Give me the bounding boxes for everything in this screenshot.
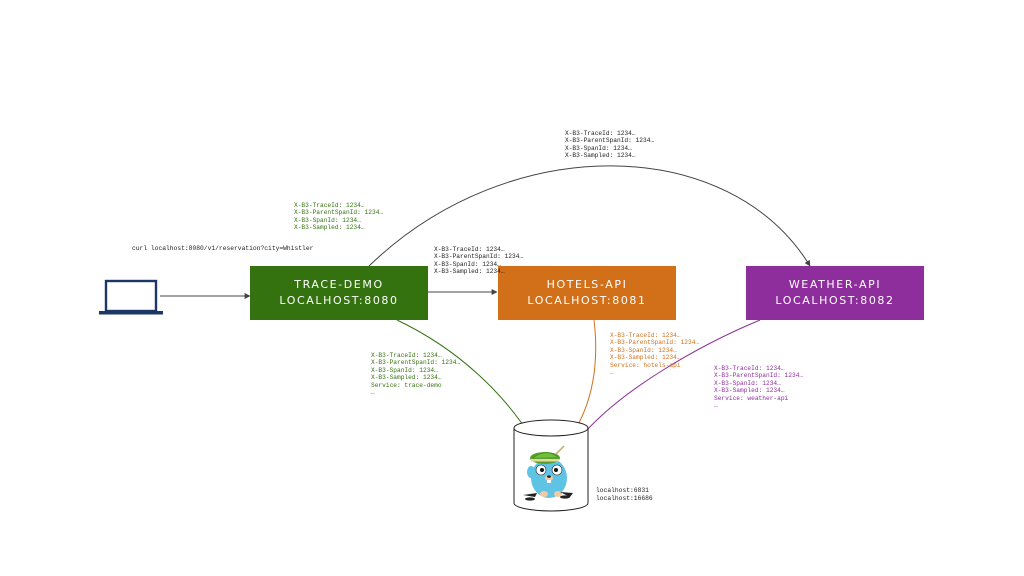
- header-line: X-B3-TraceId: 1234…: [714, 365, 785, 372]
- header-line: X-B3-Sampled: 1234…: [610, 354, 681, 362]
- service-address: LOCALHOST:8081: [527, 294, 647, 307]
- service-address: LOCALHOST:8082: [775, 294, 895, 307]
- headers-weather-to-collector: X-B3-TraceId: 1234…X-B3-ParentSpanId: 12…: [714, 365, 803, 409]
- headers-to-hotels: X-B3-TraceId: 1234…X-B3-ParentSpanId: 12…: [434, 246, 523, 276]
- service-name: TRACE-DEMO: [294, 278, 384, 291]
- header-line: …: [610, 369, 614, 377]
- header-line: X-B3-TraceId: 1234…: [610, 332, 681, 339]
- header-line: X-B3-ParentSpanId: 1234…: [714, 372, 804, 380]
- service-box-weather-api: WEATHER-API LOCALHOST:8082: [746, 266, 924, 320]
- header-line: …: [714, 402, 718, 410]
- header-line: Service: trace-demo: [371, 381, 442, 389]
- service-address: LOCALHOST:8080: [279, 294, 399, 307]
- header-line: …: [371, 389, 375, 397]
- header-line: X-B3-Sampled: 1234…: [714, 387, 785, 395]
- service-box-hotels-api: HOTELS-API LOCALHOST:8081: [498, 266, 676, 320]
- header-line: X-B3-ParentSpanId: 1234…: [434, 253, 524, 261]
- service-name: WEATHER-API: [788, 278, 882, 291]
- header-line: X-B3-TraceId: 1234…: [371, 352, 442, 359]
- arrow-trace-demo-to-weather: [368, 165, 811, 267]
- header-line: X-B3-SpanId: 1234…: [565, 144, 632, 152]
- headers-hotels-to-collector: X-B3-TraceId: 1234…X-B3-ParentSpanId: 12…: [610, 332, 699, 376]
- header-line: X-B3-ParentSpanId: 1234…: [565, 137, 655, 145]
- header-line: X-B3-SpanId: 1234…: [434, 260, 501, 268]
- header-line: localhost:16686: [596, 494, 653, 502]
- headers-top-arc: X-B3-TraceId: 1234…X-B3-ParentSpanId: 12…: [565, 130, 654, 160]
- header-line: X-B3-TraceId: 1234…: [294, 202, 365, 209]
- laptop-icon: [99, 279, 163, 315]
- header-line: X-B3-Sampled: 1234…: [434, 268, 505, 276]
- header-line: X-B3-Sampled: 1234…: [294, 224, 365, 232]
- arrow-weather-to-collector: [579, 319, 761, 439]
- header-line: X-B3-SpanId: 1234…: [714, 379, 781, 387]
- header-line: X-B3-ParentSpanId: 1234…: [371, 359, 461, 367]
- header-line: X-B3-SpanId: 1234…: [610, 346, 677, 354]
- service-box-trace-demo: TRACE-DEMO LOCALHOST:8080: [250, 266, 428, 320]
- header-line: localhost:6831: [596, 487, 649, 494]
- header-line: X-B3-ParentSpanId: 1234…: [294, 209, 384, 217]
- headers-trace-demo-upper: X-B3-TraceId: 1234…X-B3-ParentSpanId: 12…: [294, 202, 383, 232]
- header-line: Service: weather-api: [714, 394, 789, 402]
- header-line: X-B3-TraceId: 1234…: [565, 130, 636, 137]
- service-name: HOTELS-API: [546, 278, 628, 291]
- header-line: X-B3-SpanId: 1234…: [371, 366, 438, 374]
- header-line: X-B3-SpanId: 1234…: [294, 216, 361, 224]
- header-line: X-B3-TraceId: 1234…: [434, 246, 505, 253]
- header-line: X-B3-Sampled: 1234…: [371, 374, 442, 382]
- header-line: X-B3-Sampled: 1234…: [565, 152, 636, 160]
- curl-command: curl localhost:8080/v1/reservation?city=…: [132, 245, 314, 252]
- header-line: X-B3-ParentSpanId: 1234…: [610, 339, 700, 347]
- gopher-mascot-icon: [523, 445, 573, 501]
- header-line: Service: hotels-api: [610, 361, 681, 369]
- headers-trace-demo-to-collector: X-B3-TraceId: 1234…X-B3-ParentSpanId: 12…: [371, 352, 460, 396]
